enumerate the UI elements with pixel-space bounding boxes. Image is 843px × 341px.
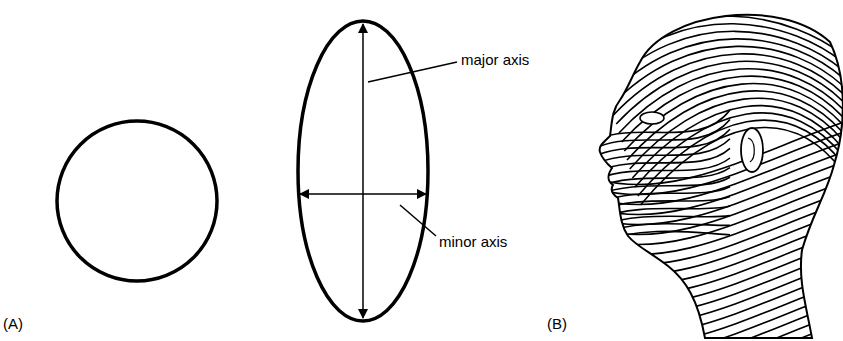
langer-line [600, 140, 843, 205]
langer-line [595, 129, 730, 156]
langer-line [600, 270, 843, 335]
langer-line [600, 170, 843, 235]
langer-line [600, 160, 843, 225]
eye [640, 112, 664, 124]
langer-line [595, 196, 730, 212]
langer-line [595, 110, 730, 140]
circle-shape [57, 121, 217, 281]
axis-label: major axis [460, 52, 530, 69]
minor-axis-arrow [300, 193, 426, 195]
langer-line [600, 120, 843, 185]
axis-label: minor axis [438, 234, 508, 251]
langer-line [600, 240, 843, 305]
langer-line [595, 148, 730, 172]
langer-line [600, 250, 843, 315]
leader-line [400, 205, 436, 236]
ellipse-shape [298, 21, 428, 321]
langer-line [600, 330, 843, 341]
head-outline [600, 15, 843, 338]
langer-line [595, 139, 730, 164]
ear [741, 128, 763, 172]
langer-lines [595, 16, 843, 341]
ear-detail [748, 138, 754, 162]
langer-line [595, 224, 730, 236]
panel-label: (B) [546, 316, 568, 333]
langer-line [595, 158, 730, 180]
langer-line [595, 120, 730, 148]
langer-line [600, 220, 843, 285]
langer-line [600, 130, 843, 195]
major-axis-arrow [362, 24, 364, 318]
langer-line [600, 150, 843, 215]
langer-line [600, 200, 843, 265]
panel-label: (A) [2, 316, 24, 333]
langer-line [600, 230, 843, 295]
leader-line [368, 62, 457, 82]
langer-line [600, 210, 843, 275]
